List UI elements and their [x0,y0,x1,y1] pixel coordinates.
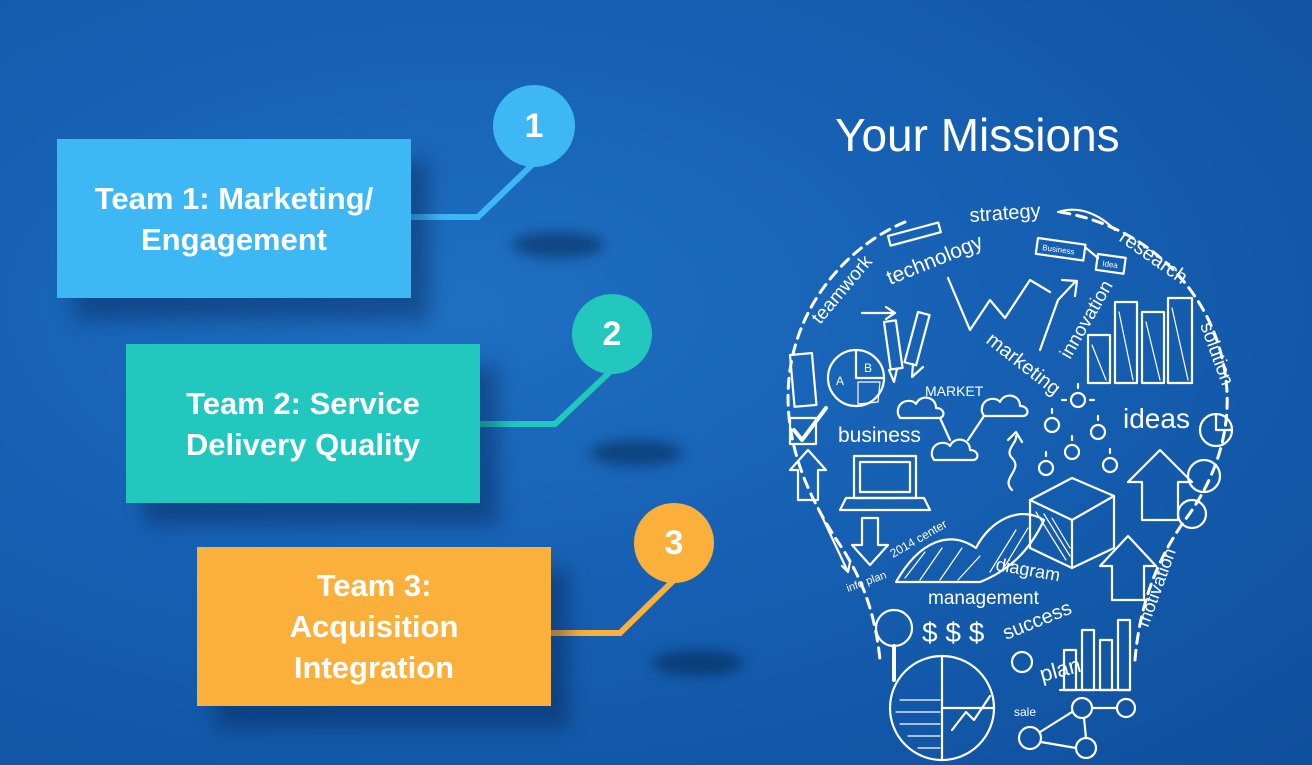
cloud-icon-3 [930,438,979,462]
pie-chart-right-icon-3 [1176,498,1208,530]
word-strategy: strategy [969,200,1042,227]
connector-line-1 [410,159,538,220]
hill-chart-icon [894,513,1046,584]
team-3-number: 3 [664,523,684,562]
hill-hatch [904,527,1029,581]
bulb-small-icon [1010,650,1034,674]
word-innovation: innovation [1056,277,1117,363]
pencils-icon [882,310,931,384]
word-info-plan: info plan [845,569,888,595]
trend-zigzag-icon [946,276,1052,332]
word-ideas: ideas [1123,403,1190,434]
badge-shadow-2 [590,440,682,466]
idea-box [1094,252,1127,275]
box-connector [1084,246,1100,260]
team-2-badge: 2 [572,294,652,374]
word-teamwork: teamwork [808,251,877,328]
pie-label-b: B [864,361,872,375]
team-3-badge: 3 [634,503,714,583]
word-motivation: motivation [1133,545,1180,629]
team-1-label: Team 1: Marketing/ Engagement [94,180,374,257]
up-arrow-right-icon [1098,534,1158,602]
magnifier-icon [874,608,914,682]
team-1-number: 1 [524,106,544,145]
cloud-link-lines [938,414,986,442]
slide-title: Your Missions [835,109,1120,161]
word-market: MARKET [925,383,984,399]
down-arrow-icon [850,516,890,567]
team-2-label: Team 2: Service Delivery Quality [185,385,421,462]
squiggle-arrow-icon [1006,430,1024,492]
network-diagram-icon [1017,696,1137,760]
team-2-number: 2 [602,314,622,353]
word-idea-tag: Idea [1102,259,1119,270]
badge-shadow-1 [512,232,604,258]
up-arrow-left-icon [788,448,828,502]
laptop-icon [838,454,932,512]
word-sale: sale [1014,705,1036,719]
connector-line-3 [550,577,677,636]
pencil-icon-top [886,221,942,247]
checkmark-icon [792,406,828,442]
bar-chart-lower-icon [1058,618,1132,692]
word-management: management [928,588,1040,609]
word-marketing: marketing [982,329,1065,400]
cloud-icon-2 [980,394,1029,418]
word-business: business [838,424,921,447]
pie-chart-right-icon-2 [1186,458,1222,494]
pie-label-a: A [836,374,844,388]
bar-chart-icon [1086,296,1194,385]
diagonal-arrow-icon [816,506,852,574]
arrow-right-icon [860,305,897,321]
pie-chart-ab-icon: A B [826,348,886,408]
word-dollars: $ $ $ [922,617,985,648]
pie-right-slice [1214,412,1234,432]
team-1-badge: 1 [493,85,575,167]
trend-arrow-icon [1038,278,1079,352]
team-3-box[interactable]: Team 3: Acquisition Integration [197,547,551,706]
tag-icon [788,351,818,408]
word-business-tag: Business [1042,243,1075,256]
business-box [1034,236,1087,262]
word-technology: technology [883,230,986,290]
word-solution: solution [1195,320,1237,389]
bulb-outline-right [1058,210,1229,662]
checkbox-icon [788,416,818,446]
cube-icon [1028,476,1116,570]
bulb-outline [786,220,907,662]
team-1-box[interactable]: Team 1: Marketing/ Engagement [57,139,411,298]
team-3-label: Team 3: Acquisition Integration [289,568,459,685]
cloud-icon-1 [896,396,945,420]
badge-shadow-3 [652,650,744,676]
team-2-box[interactable]: Team 2: Service Delivery Quality [126,344,480,503]
strategy-arrow [1056,208,1117,232]
up-arrow-big-icon [1126,448,1194,522]
connector-line-2 [479,367,615,427]
lightbulb-doodle-illustration: strategy research technology teamwork Bu… [786,200,1237,762]
small-bulbs-icon [1037,382,1119,477]
pie-chart-bottom-icon [888,654,996,762]
